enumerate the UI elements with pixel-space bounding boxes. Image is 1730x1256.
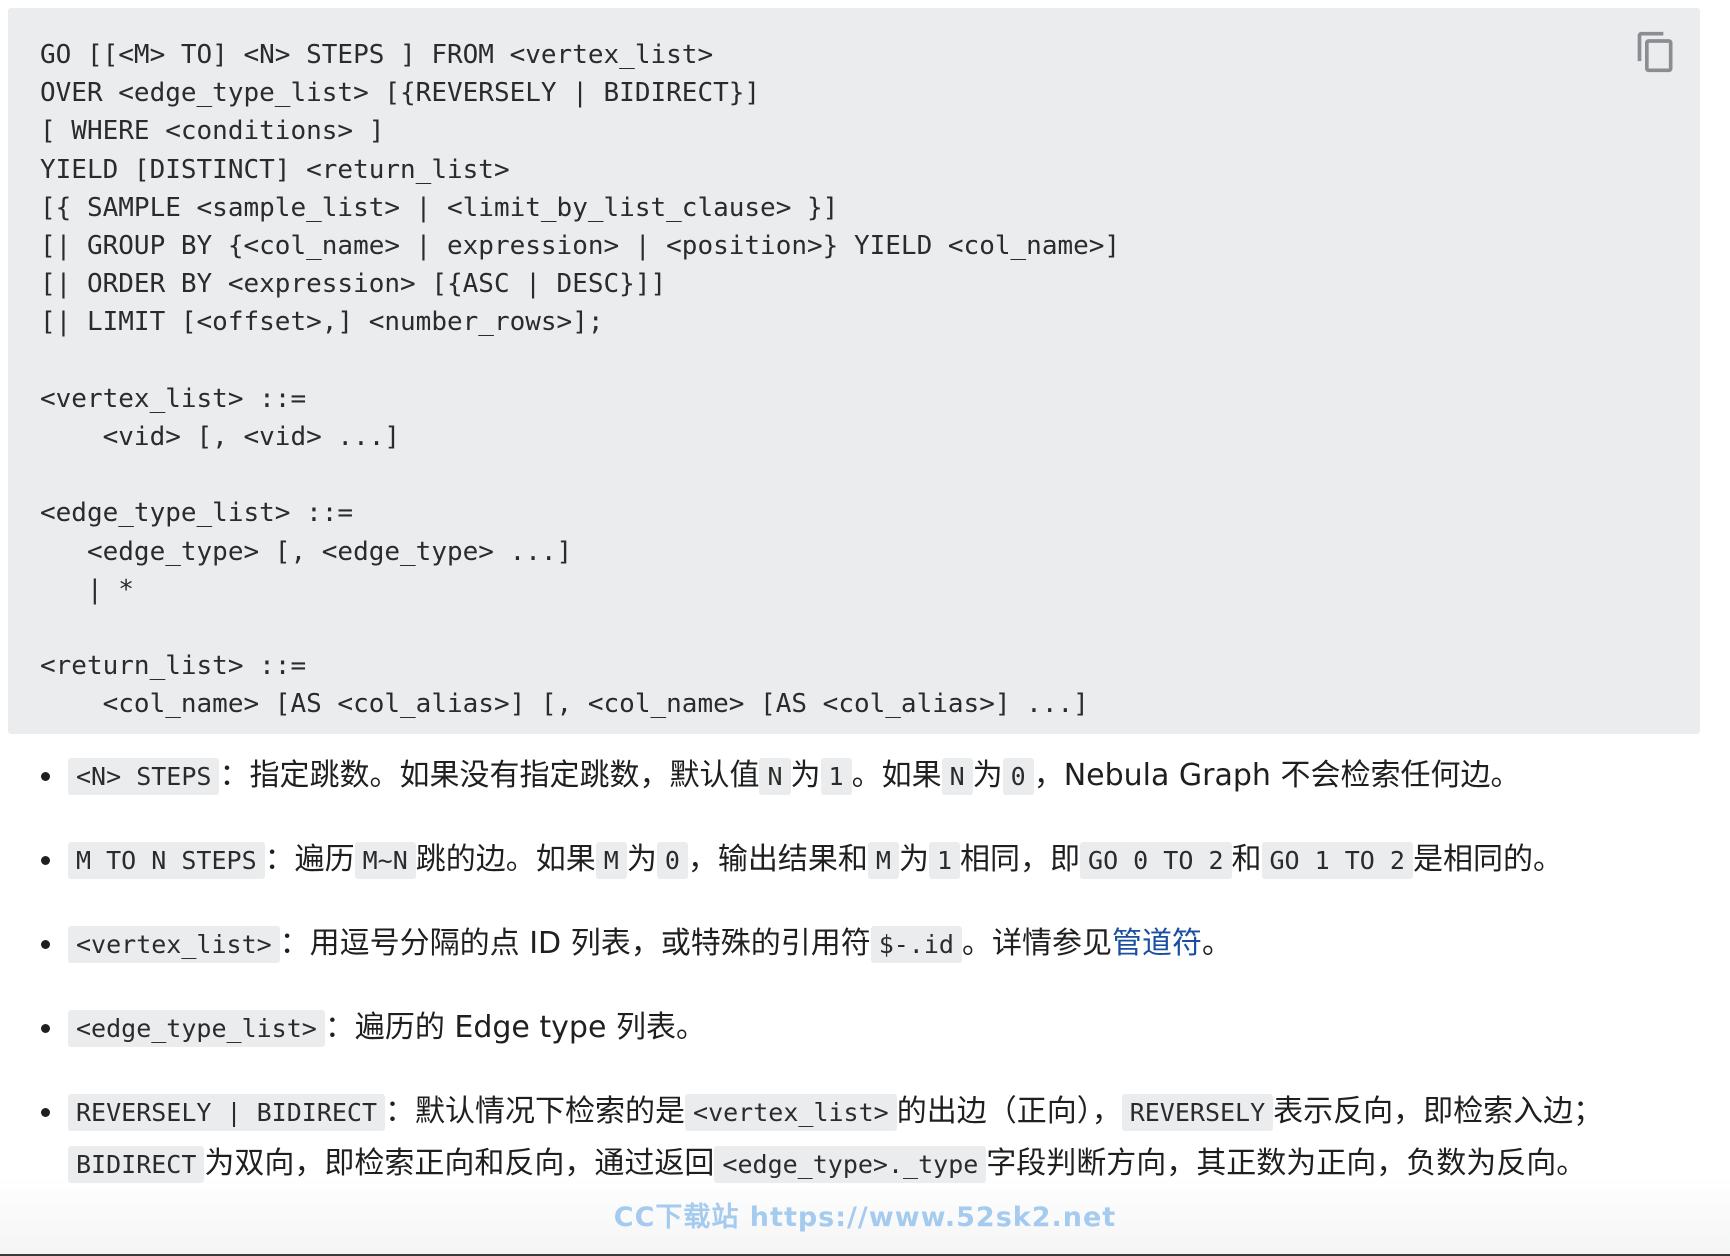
inline-code: M [595,842,627,879]
inline-code: <N> STEPS [68,758,220,795]
inline-code: <vertex_list> [68,926,280,963]
text: 为 [626,842,657,877]
text: 是相同的。 [1412,842,1563,877]
inline-code: 0 [1002,758,1034,795]
list-item: <vertex_list>：用逗号分隔的点 ID 列表，或特殊的引用符$-.id… [41,918,1688,970]
inline-code: GO 0 TO 2 [1080,842,1232,879]
text: ：默认情况下检索的是 [385,1094,686,1129]
text: 为双向，即检索正向和反向，通过返回 [204,1146,715,1181]
text: 和 [1231,842,1262,877]
inline-code: N [941,758,973,795]
text: 字段判断方向，其正数为正向，负数为反向。 [986,1146,1587,1181]
inline-code: 1 [820,758,852,795]
copy-button[interactable] [1634,30,1678,74]
text: ：遍历的 Edge type 列表。 [324,1010,706,1045]
inline-code: M [867,842,899,879]
text: 。详情参见 [961,926,1112,961]
code-block: GO [[<M> TO] <N> STEPS ] FROM <vertex_li… [8,8,1700,734]
list-item: <edge_type_list>：遍历的 Edge type 列表。 [41,1002,1688,1054]
text: ：指定跳数。如果没有指定跳数，默认值 [219,758,760,793]
inline-code: REVERSELY | BIDIRECT [68,1094,386,1131]
inline-code: M TO N STEPS [68,842,265,879]
text: 为 [790,758,821,793]
text: 相同，即 [960,842,1081,877]
text: 跳的边。如果 [415,842,596,877]
inline-code: N [759,758,791,795]
text: ：遍历 [264,842,355,877]
text: ，Nebula Graph 不会检索任何边。 [1033,758,1521,793]
watermark: CC下载站 https://www.52sk2.net [613,1202,1117,1233]
text: 为 [898,842,929,877]
text: 。如果 [851,758,942,793]
inline-code: $-.id [870,926,962,963]
text: ，输出结果和 [687,842,868,877]
text: 表示反向，即检索入边； [1273,1094,1604,1129]
inline-code: GO 1 TO 2 [1261,842,1413,879]
inline-code: <edge_type_list> [68,1010,325,1047]
inline-code: 1 [928,842,961,879]
text: ：用逗号分隔的点 ID 列表，或特殊的引用符 [279,926,871,961]
inline-code: REVERSELY [1121,1094,1274,1131]
inline-code: M~N [354,842,416,879]
copy-icon [1637,31,1673,73]
inline-code: 0 [656,842,688,879]
inline-code: <edge_type>._type [714,1146,987,1183]
text: 。 [1201,926,1232,961]
text: 为 [972,758,1003,793]
pipe-link[interactable]: 管道符 [1111,926,1202,961]
list-item: REVERSELY | BIDIRECT：默认情况下检索的是<vertex_li… [41,1086,1688,1190]
inline-code: <vertex_list> [685,1094,897,1131]
syntax-code: GO [[<M> TO] <N> STEPS ] FROM <vertex_li… [40,40,1121,720]
text: 的出边（正向）， [896,1094,1122,1129]
bottom-border [0,1254,1730,1256]
inline-code: BIDIRECT [68,1146,205,1183]
